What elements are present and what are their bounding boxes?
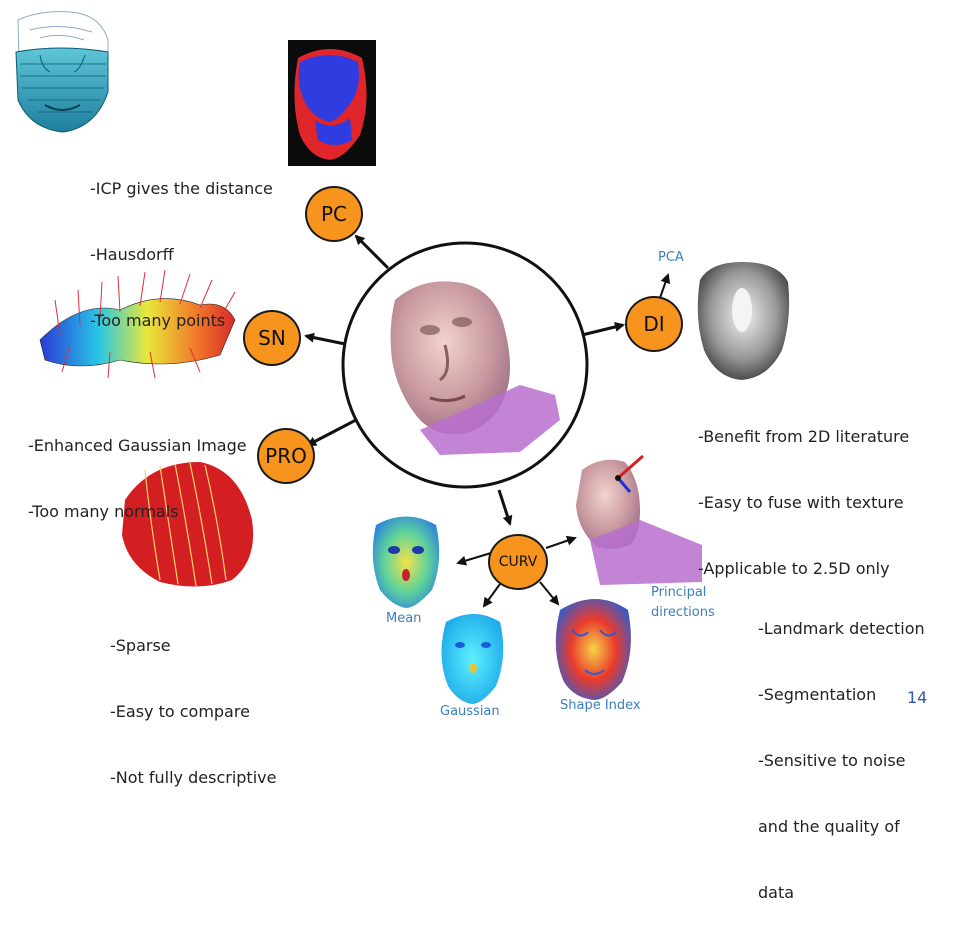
pc-note: -Hausdorff (90, 245, 174, 264)
caption-directions-line: directions (651, 605, 715, 620)
hub-face-image (390, 281, 560, 455)
arrow-to-mean (456, 552, 492, 566)
diagram-graphics (15, 11, 790, 704)
arrow-to-pro (306, 418, 357, 447)
caption-principal-directions: Principal directions (651, 583, 715, 623)
arrow-to-principal (545, 535, 577, 549)
di-note: -Easy to fuse with texture (698, 493, 904, 512)
di-note: -Applicable to 2.5D only (698, 559, 890, 578)
pro-face-image (122, 462, 254, 587)
page-number: 14 (907, 688, 928, 707)
arrow-to-pc (354, 234, 390, 270)
shape-index-image (555, 599, 631, 700)
mesh-face-image (15, 11, 109, 133)
pro-note: -Easy to compare (110, 702, 250, 721)
caption-pca: PCA (658, 250, 684, 265)
arrow-to-shape-index (539, 581, 560, 606)
sn-note: -Too many normals (28, 502, 179, 521)
node-sn: SN (243, 310, 301, 366)
caption-principal-line: Principal (651, 585, 707, 600)
curv-note: -Landmark detection (758, 619, 925, 638)
curv-note: -Segmentation (758, 685, 877, 704)
node-di: DI (625, 296, 683, 352)
pc-note: -Too many points (90, 311, 226, 330)
caption-mean: Mean (386, 611, 422, 626)
node-pc: PC (305, 186, 363, 242)
caption-shape-index: Shape Index (560, 698, 641, 713)
arrow-to-di (581, 322, 625, 337)
mean-curvature-image (372, 516, 440, 608)
pro-note: -Not fully descriptive (110, 768, 277, 787)
gaussian-curvature-image (441, 614, 504, 704)
curv-notes: -Landmark detection -Segmentation -Sensi… (758, 574, 925, 926)
curv-note: data (758, 883, 795, 902)
depth-image (697, 262, 790, 380)
arrow-to-gaussian (482, 583, 501, 608)
curv-note: and the quality of (758, 817, 900, 836)
di-notes: -Benefit from 2D literature -Easy to fus… (698, 382, 909, 602)
sn-notes: -Enhanced Gaussian Image -Too many norma… (28, 391, 247, 545)
di-note: -Benefit from 2D literature (698, 427, 910, 446)
pc-note: -ICP gives the distance (90, 179, 273, 198)
curv-note: -Sensitive to noise (758, 751, 906, 770)
sn-surface-image (39, 269, 236, 379)
arrow-to-sn (304, 332, 351, 347)
node-curv: CURV (488, 534, 548, 590)
pc-notes: -ICP gives the distance -Hausdorff -Too … (90, 134, 273, 354)
sn-note: -Enhanced Gaussian Image (28, 436, 247, 455)
caption-gaussian: Gaussian (440, 704, 500, 719)
pro-note: -Sparse (110, 636, 171, 655)
arrow-to-curv (497, 489, 513, 526)
pro-notes: -Sparse -Easy to compare -Not fully desc… (110, 591, 276, 811)
node-pro: PRO (257, 428, 315, 484)
arrow-to-pca (659, 273, 671, 299)
principal-directions-image (576, 454, 702, 585)
pc-face-image (288, 40, 376, 166)
